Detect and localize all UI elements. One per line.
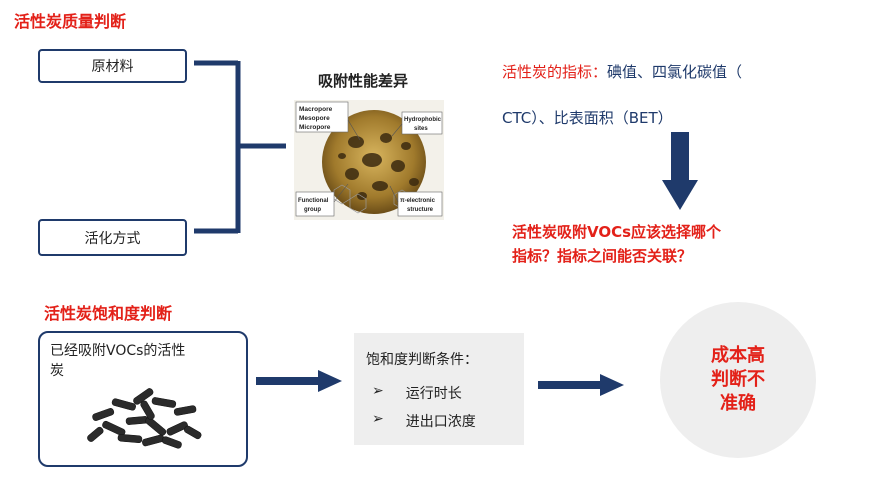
label-micropore: Micropore bbox=[299, 124, 331, 131]
saturated-carbon-text-2: 炭 bbox=[50, 363, 64, 379]
result-circle: 成本高 判断不 准确 bbox=[660, 302, 816, 458]
bullet-icon: ➢ bbox=[372, 383, 384, 399]
activation-method-box: 活化方式 bbox=[38, 219, 187, 256]
carbon-pellets-image bbox=[87, 388, 202, 449]
section-title-quality: 活性炭质量判断 bbox=[14, 12, 127, 31]
saturated-carbon-text-1: 已经吸附VOCs的活性 bbox=[50, 343, 186, 359]
condition-item: ➢ 运行时长 bbox=[372, 383, 462, 403]
saturated-carbon-text: 已经吸附VOCs的活性 炭 bbox=[50, 341, 185, 381]
conditions-box: 饱和度判断条件： ➢ 运行时长 ➢ 进出口浓度 bbox=[354, 333, 524, 445]
result-line-2: 判断不 bbox=[711, 369, 765, 390]
result-text: 成本高 判断不 准确 bbox=[711, 344, 765, 416]
bullet-icon: ➢ bbox=[372, 411, 384, 427]
result-line-1: 成本高 bbox=[711, 345, 765, 366]
label-group: group bbox=[304, 207, 321, 213]
section-title-saturation: 活性炭饱和度判断 bbox=[44, 304, 173, 323]
saturated-carbon-box: 已经吸附VOCs的活性 炭 bbox=[38, 331, 248, 467]
indicator-values-2: CTC）、比表面积（BET） bbox=[502, 109, 673, 127]
down-arrow bbox=[662, 132, 698, 210]
question-line-2: 指标？指标之间能否关联？ bbox=[512, 247, 693, 265]
result-line-3: 准确 bbox=[720, 393, 756, 414]
indicator-values-1: 碘值、四氯化碳值（ bbox=[607, 63, 743, 81]
arrow-to-result bbox=[538, 374, 624, 396]
condition-runtime: 运行时长 bbox=[405, 386, 462, 402]
label-mesopore: Mesopore bbox=[299, 115, 330, 122]
conditions-title: 饱和度判断条件： bbox=[366, 352, 478, 368]
condition-item: ➢ 进出口浓度 bbox=[372, 411, 476, 431]
raw-material-label: 原材料 bbox=[91, 59, 134, 75]
label-structure: structure bbox=[407, 207, 434, 213]
bracket-connector bbox=[194, 60, 286, 234]
adsorption-title: 吸附性能差异 bbox=[318, 72, 409, 90]
raw-material-box: 原材料 bbox=[38, 49, 187, 83]
arrow-to-conditions bbox=[256, 370, 342, 392]
indicator-label: 活性炭的指标： bbox=[502, 63, 608, 81]
condition-concentration: 进出口浓度 bbox=[405, 414, 476, 430]
activation-method-label: 活化方式 bbox=[84, 230, 141, 247]
indicator-line-1: 活性炭的指标：碘值、四氯化碳值（ bbox=[502, 62, 742, 82]
label-hydrophobic: Hydrophobic bbox=[404, 117, 442, 123]
carbon-structure-image: Macropore Mesopore Micropore Hydrophobic… bbox=[294, 100, 444, 220]
label-sites: sites bbox=[414, 126, 428, 132]
label-pi-electronic: π-electronic bbox=[400, 198, 436, 204]
label-macropore: Macropore bbox=[299, 106, 333, 113]
question-line-1: 活性炭吸附VOCs应该选择哪个 bbox=[512, 223, 722, 241]
label-functional: Functional bbox=[298, 198, 329, 204]
carbon-structure-figure: Macropore Mesopore Micropore Hydrophobic… bbox=[294, 100, 444, 220]
